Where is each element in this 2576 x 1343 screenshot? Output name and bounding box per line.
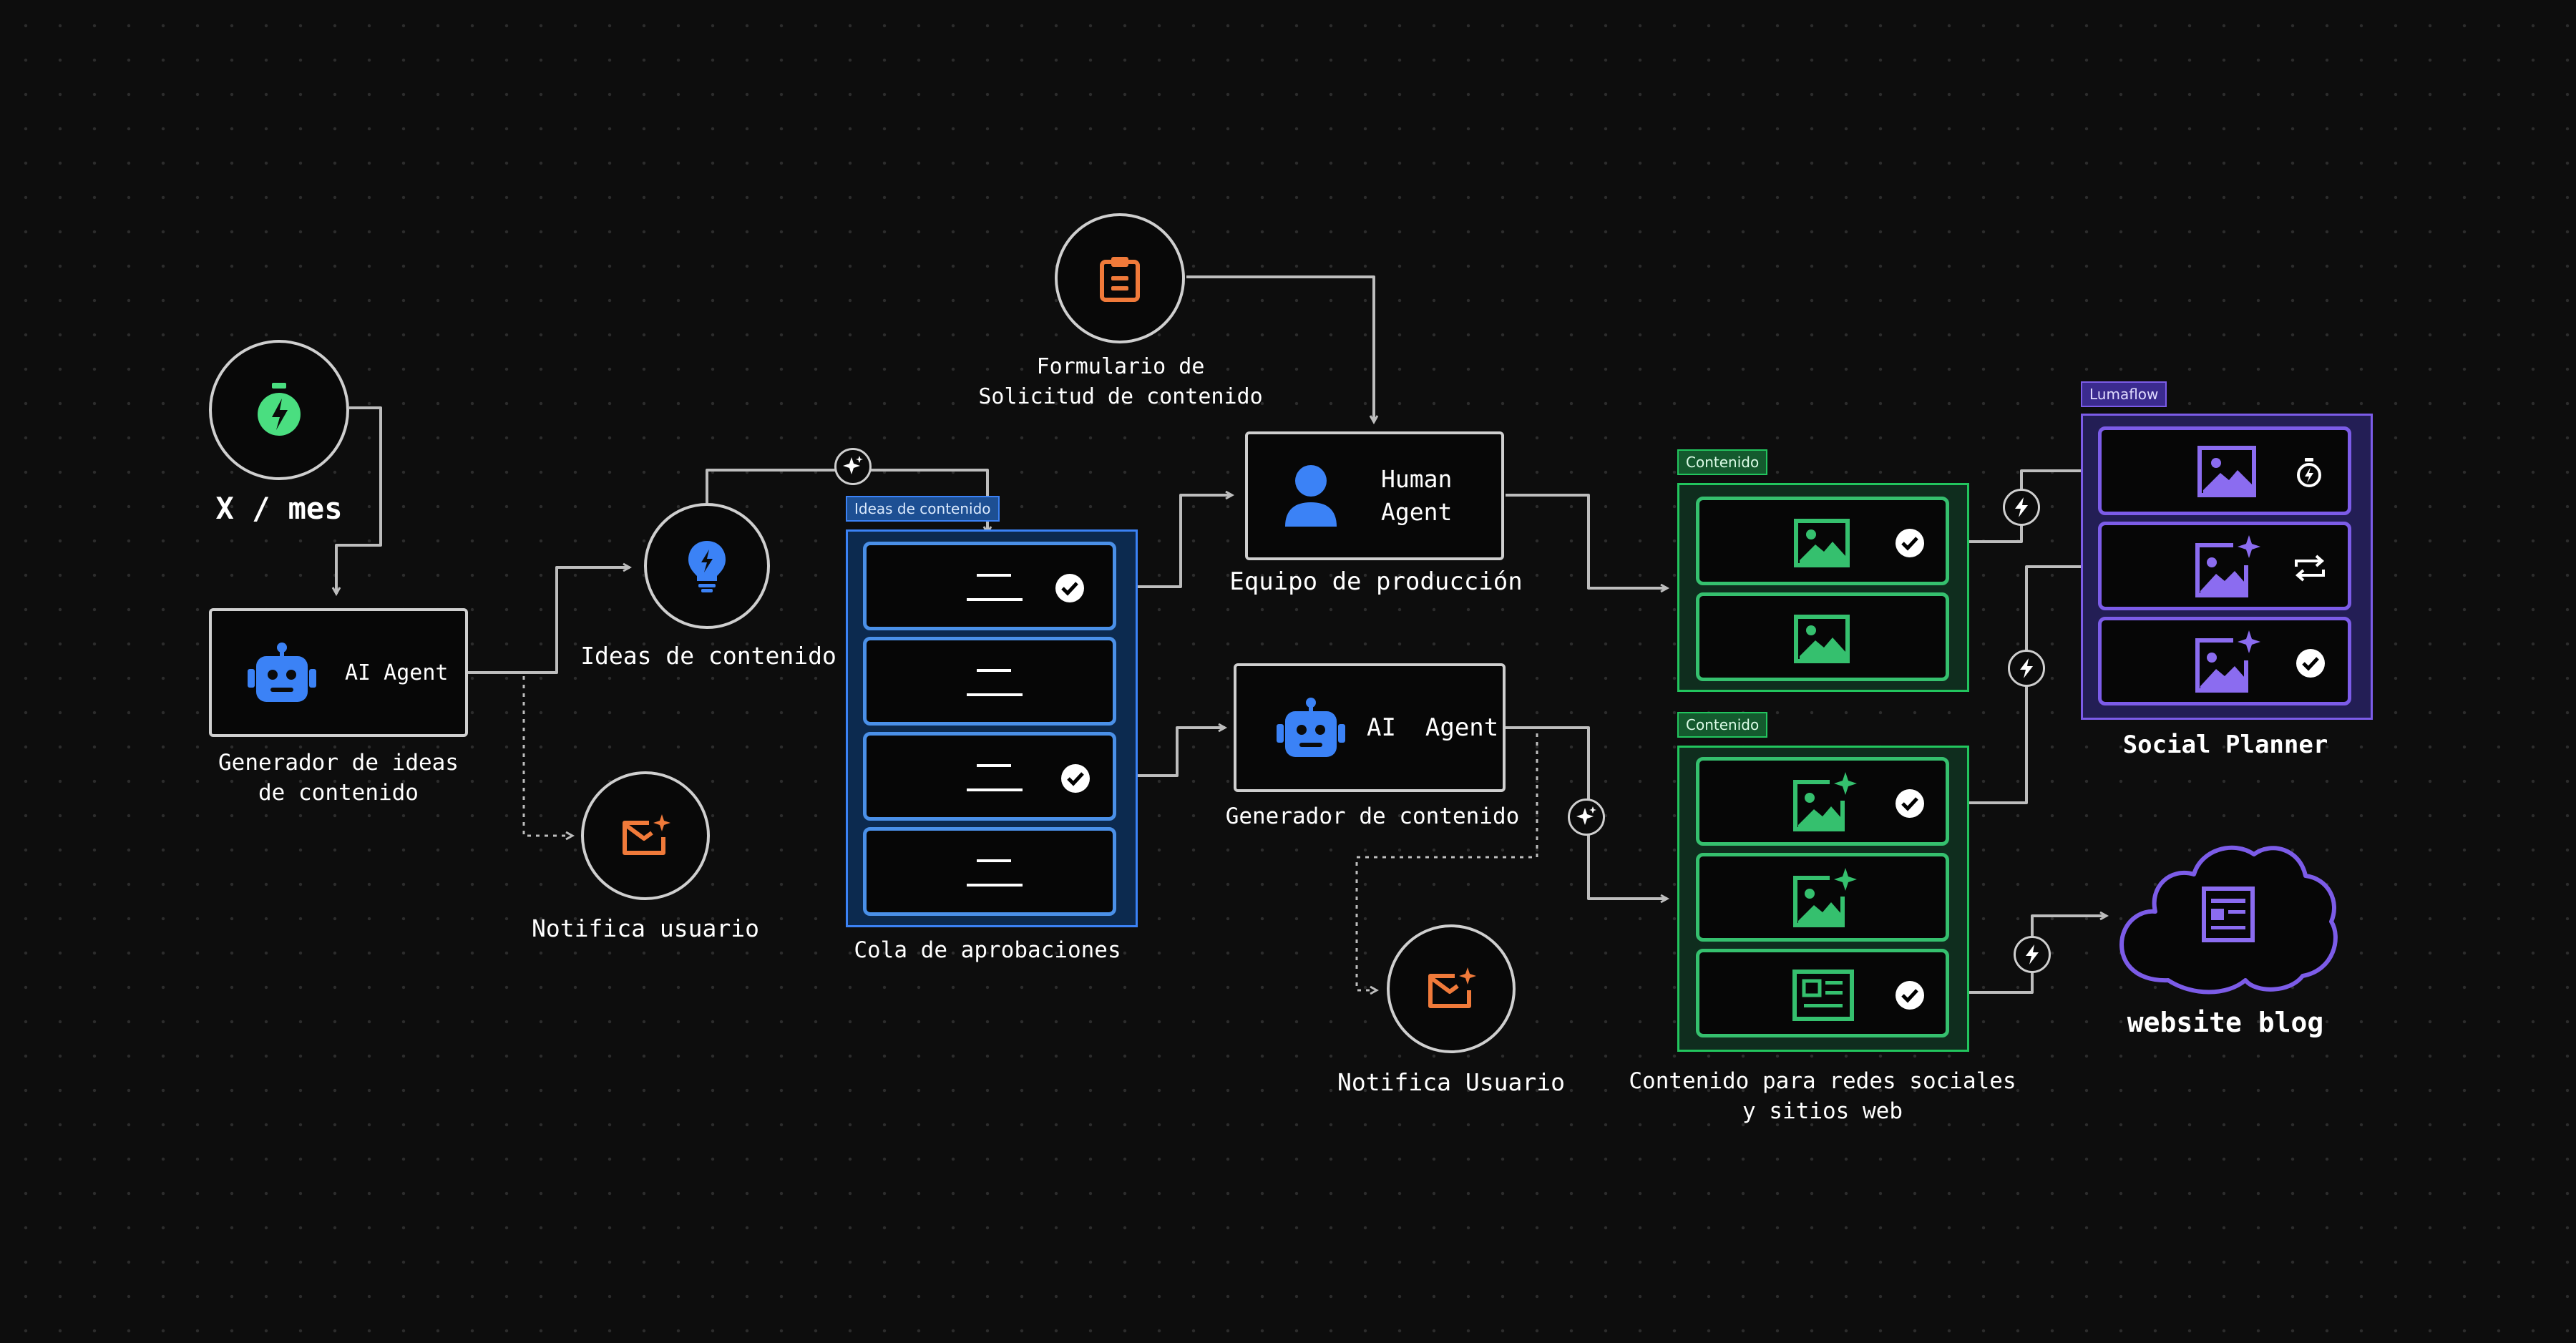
check-circle-icon [1061,764,1090,793]
image-sparkle-icon [2195,535,2260,597]
notify-user-node-2[interactable] [1387,924,1516,1053]
text-lines-icon [967,764,1023,791]
image-sparkle-icon [2195,630,2260,693]
social-item-1[interactable] [2098,426,2351,515]
social-item-3[interactable] [2098,617,2351,705]
check-circle-icon [1896,981,1924,1010]
content-1-item-1[interactable] [1696,497,1949,585]
sparkle-badge-ideas [834,448,872,485]
wire-agent1-to-notify [522,676,572,836]
check-circle-icon [1896,789,1924,818]
sparkle-icon [843,456,863,474]
blog-caption: website blog [2127,1007,2324,1038]
content-1-item-2[interactable] [1696,592,1949,681]
human-agent-text: Human Agent [1381,465,1453,526]
bolt-icon [2015,497,2028,517]
timer-bolt-icon [258,383,301,436]
queue-item-1[interactable] [863,542,1116,630]
mail-sparkle-icon [1428,967,1476,1008]
ideas-node[interactable] [644,503,770,629]
human-agent-node[interactable]: Human Agent [1245,431,1504,560]
wire-human-to-content [1506,494,1667,588]
website-blog-cloud[interactable] [2112,830,2341,1002]
ideas-tag: Ideas de contenido [846,496,1000,522]
ideas-label: Ideas de contenido [580,642,836,670]
robot-icon [248,643,316,702]
content-2-item-1[interactable] [1696,757,1949,846]
queue-item-3[interactable] [863,732,1116,821]
image-icon [2197,446,2256,497]
image-icon [1794,615,1850,663]
content-tag-1: Contenido [1677,449,1768,475]
bolt-badge-social-1 [2003,489,2040,526]
text-lines-icon [967,669,1023,696]
repeat-icon [2295,555,2325,582]
bolt-badge-blog [2014,936,2051,973]
bolt-icon [2026,944,2039,964]
timer-trigger[interactable] [209,340,349,480]
content-tag-2: Contenido [1677,712,1768,738]
timer-label: X / mes [215,491,343,526]
timer-bolt-icon [2297,458,2321,487]
check-circle-icon [1055,574,1084,602]
bolt-badge-social-2 [2008,650,2045,687]
wire-agent2-to-notify [1355,733,1538,990]
wire-queue-to-agent2 [1116,728,1225,777]
human-caption: Equipo de producción [1229,567,1523,596]
social-caption: Social Planner [2122,731,2328,759]
ai-agent-content-generator[interactable]: AI Agent [1234,663,1506,792]
article-icon [1792,970,1854,1021]
content-caption: Contenido para redes sociales y sitios w… [1629,1068,2016,1124]
wire-queue-to-human [1116,495,1232,588]
queue-item-2[interactable] [863,637,1116,726]
ai-agent-2-caption: Generador de contenido [1225,804,1520,829]
text-lines-icon [967,859,1023,887]
notify-user-node-1[interactable] [581,771,710,900]
notify-1-label: Notifica usuario [532,914,759,942]
text-lines-icon [967,574,1023,601]
form-request-node[interactable] [1055,213,1185,343]
wire-agent-to-ideas [468,567,630,674]
wire-form-to-human [1186,275,1374,422]
person-icon [1285,465,1337,527]
article-icon [2202,887,2255,942]
check-circle-icon [2296,649,2325,678]
lumaflow-tag: Lumaflow [2081,381,2167,407]
queue-item-4[interactable] [863,827,1116,916]
sparkle-badge-content [1568,799,1605,836]
content-2-item-2[interactable] [1696,853,1949,942]
ai-agent-idea-generator[interactable]: AI Agent [209,608,468,737]
ai-agent-1-caption: Generador de ideas de contenido [218,750,459,806]
approval-caption: Cola de aprobaciones [854,937,1121,963]
form-label: Formulario de Solicitud de contenido [978,354,1263,409]
lightbulb-icon [688,541,726,592]
clipboard-icon [1100,257,1140,302]
bolt-icon [2020,658,2033,678]
mail-sparkle-icon [623,814,670,855]
ai-agent-1-text: AI Agent [345,660,449,685]
notify-2-label: Notifica Usuario [1337,1068,1565,1096]
content-2-item-3[interactable] [1696,949,1949,1037]
image-icon [1794,519,1850,567]
image-sparkle-icon [1793,868,1857,927]
sparkle-icon [1576,806,1596,825]
ai-agent-2-text: AI Agent [1367,713,1499,742]
image-sparkle-icon [1793,772,1857,831]
wire-timer-to-agent [336,406,382,594]
robot-icon [1277,698,1345,757]
check-circle-icon [1896,529,1924,557]
social-item-2[interactable] [2098,522,2351,610]
